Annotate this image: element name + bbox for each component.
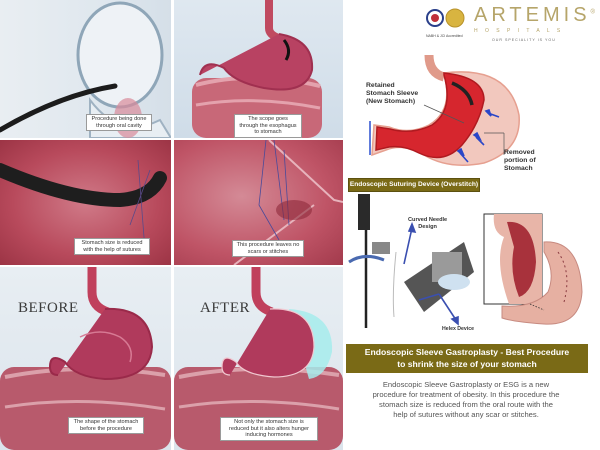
- endoscope-suturing-illustration: [0, 159, 167, 251]
- device-title-bar: Endoscopic Suturing Device (Overstitch): [348, 178, 480, 192]
- panel-no-scars: This procedure leaves no scars or stitch…: [174, 140, 343, 265]
- helix-device-label: Helex Device: [442, 326, 475, 332]
- procedure-banner: Endoscopic Sleeve Gastroplasty - Best Pr…: [346, 344, 588, 373]
- curved-needle-label: Curved Needle Design: [408, 217, 448, 230]
- panel-before: BEFORE The shape of the stomach before t…: [0, 267, 171, 450]
- jci-badge-icon: [445, 8, 465, 28]
- panel-after: AFTER Not only the stomach size is reduc…: [174, 267, 343, 450]
- before-heading: BEFORE: [18, 300, 79, 316]
- panel-scope-esophagus: The scope goes through the esophagus to …: [174, 0, 343, 138]
- procedure-description: Endoscopic Sleeve Gastroplasty or ESG is…: [372, 380, 560, 419]
- caption-no-scars: This procedure leaves no scars or stitch…: [232, 240, 304, 258]
- artemis-logo: ARTEMIS®: [474, 4, 599, 26]
- panel-oral-cavity: Procedure being done through oral cavity: [0, 0, 171, 138]
- tagline: OUR SPECIALITY IS YOU: [492, 38, 556, 42]
- needle-arrow-icon: [403, 221, 417, 265]
- caption-after: Not only the stomach size is reduced but…: [220, 417, 318, 441]
- sleeve-gastrectomy-diagram: [369, 55, 520, 166]
- overstitch-device-illustration: [348, 194, 583, 328]
- caption-before: The shape of the stomach before the proc…: [68, 417, 144, 435]
- stomach-after-illustration: [174, 267, 343, 450]
- after-heading: AFTER: [200, 300, 251, 316]
- retained-sleeve-label: Retained Stomach Sleeve (New Stomach): [366, 82, 419, 105]
- removed-portion-label: Removed portion of Stomach: [504, 149, 536, 172]
- helix-arrow-icon: [418, 293, 459, 326]
- accreditation-badges: NABH & JCI Accredited: [426, 8, 466, 38]
- compression-arrows-icon: [456, 108, 500, 163]
- caption-sutures: Stomach size is reduced with the help of…: [74, 238, 150, 256]
- caption-scope-esophagus: The scope goes through the esophagus to …: [234, 114, 302, 138]
- sutured-tissue-illustration: [233, 140, 343, 265]
- accreditation-text: NABH & JCI Accredited: [426, 34, 463, 38]
- panel-sutures: Stomach size is reduced with the help of…: [0, 140, 171, 265]
- right-info-panel: NABH & JCI Accredited ARTEMIS® H O S P I…: [344, 0, 600, 450]
- caption-oral-cavity: Procedure being done through oral cavity: [86, 114, 152, 132]
- hospitals-subtitle: H O S P I T A L S: [474, 28, 564, 34]
